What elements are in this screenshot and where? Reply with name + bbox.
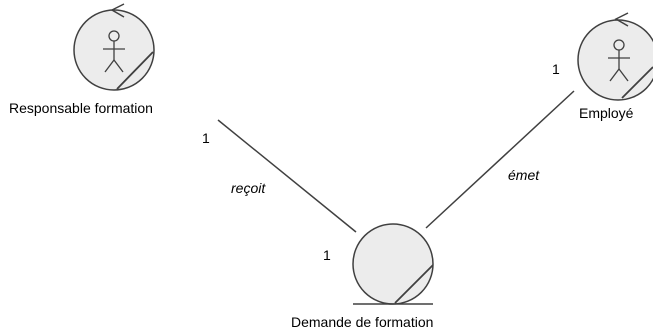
node-label: Employé (579, 105, 634, 121)
node-label: Responsable formation (9, 100, 153, 116)
association-line-emet (425, 90, 575, 229)
node-employe[interactable]: Employé (577, 12, 653, 121)
control-arrow-icon (614, 12, 629, 27)
control-arrow-icon (110, 3, 125, 18)
actor-figure-icon (608, 39, 630, 82)
worker-slash-icon (621, 66, 653, 99)
multiplicity-label: 1 (202, 130, 210, 146)
node-responsable-formation[interactable]: Responsable formation (9, 3, 155, 116)
worker-slash-icon (116, 51, 154, 90)
association-label: reçoit (231, 180, 266, 196)
node-demande-de-formation[interactable]: Demande de formation (291, 223, 434, 330)
node-label: Demande de formation (291, 314, 433, 330)
multiplicity-label: 1 (323, 247, 331, 263)
association-label: émet (508, 167, 540, 183)
entity-slash-icon (394, 264, 434, 304)
business-worker-circle (577, 19, 653, 101)
multiplicity-label: 1 (552, 61, 560, 77)
business-entity-circle (352, 223, 434, 305)
association-line-recoit (217, 119, 357, 233)
actor-figure-icon (103, 30, 125, 73)
